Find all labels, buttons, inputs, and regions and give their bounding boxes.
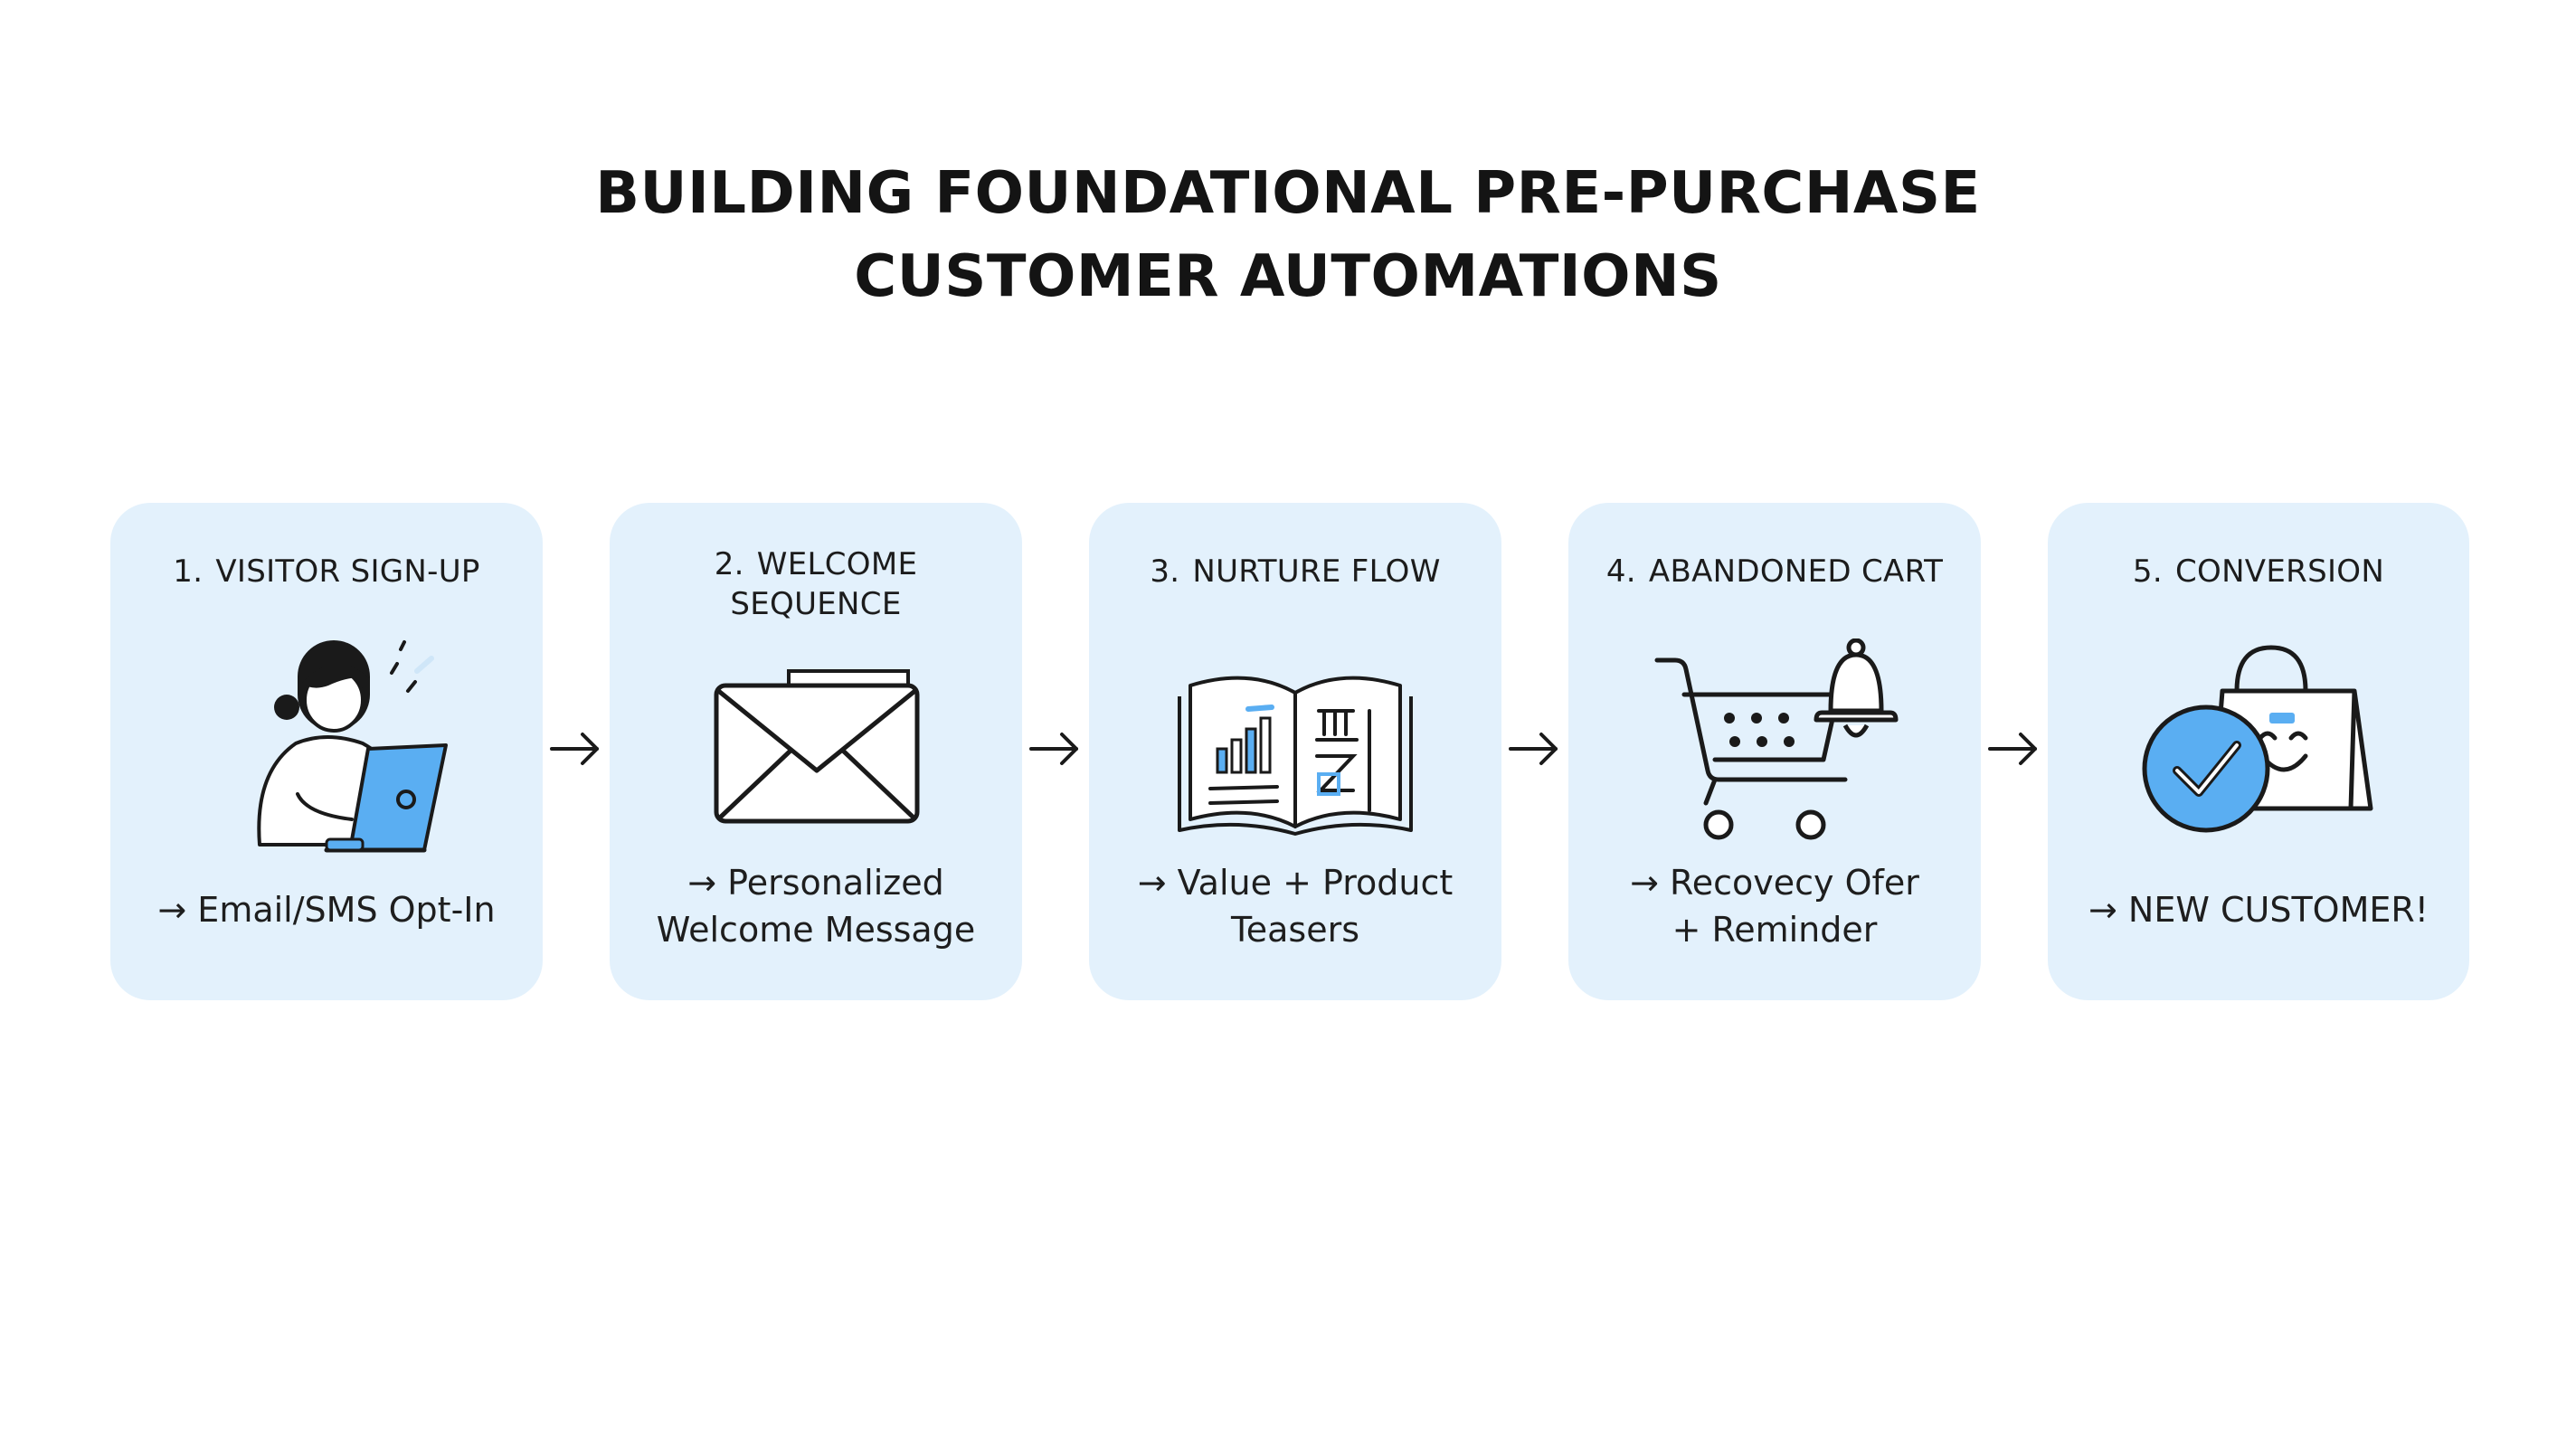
step-card-welcome-sequence: 2.WELCOME SEQUENCE → Personalized Welcom… — [610, 503, 1022, 1000]
arrow-right-icon — [1029, 733, 1078, 765]
step-title: 3.NURTURE FLOW — [1150, 553, 1441, 590]
step-title: 4.ABANDONED CART — [1605, 553, 1944, 590]
page-title: BUILDING FOUNDATIONAL PRE-PURCHASE CUSTO… — [0, 152, 2576, 318]
person-laptop-icon — [257, 640, 448, 853]
arrow-right-icon — [1509, 733, 1558, 765]
step-title: 2.WELCOME SEQUENCE — [714, 546, 918, 622]
title-line-1: BUILDING FOUNDATIONAL PRE-PURCHASE — [595, 160, 1981, 227]
arrow-right-icon — [550, 733, 599, 765]
step-description: → Email/SMS Opt-In — [157, 890, 496, 930]
step-title: 5.CONVERSION — [2132, 553, 2385, 590]
step-description: → Recovecy Ofer + Reminder — [1630, 863, 1919, 950]
step-description: → Value + Product Teasers — [1137, 863, 1454, 950]
cart-bell-icon — [1654, 638, 1899, 840]
envelope-icon — [714, 669, 920, 824]
step-description: → Personalized Welcome Message — [656, 863, 976, 950]
arrow-right-icon — [1988, 733, 2037, 765]
title-line-2: CUSTOMER AUTOMATIONS — [854, 243, 1722, 310]
open-book-icon — [1178, 676, 1413, 836]
step-card-nurture-flow: 3.NURTURE FLOW → Val — [1089, 503, 1501, 1000]
step-card-conversion: 5.CONVERSION → NEW CUSTOMER! — [2048, 503, 2469, 1000]
step-card-visitor-signup: 1.VISITOR SIGN-UP → Email/SMS Opt-In — [110, 503, 543, 1000]
step-description: → NEW CUSTOMER! — [2088, 890, 2429, 930]
step-card-abandoned-cart: 4.ABANDONED CART → Recovecy Ofer + Remin… — [1568, 503, 1981, 1000]
step-title: 1.VISITOR SIGN-UP — [173, 553, 480, 590]
shopping-bag-check-icon — [2142, 645, 2373, 833]
